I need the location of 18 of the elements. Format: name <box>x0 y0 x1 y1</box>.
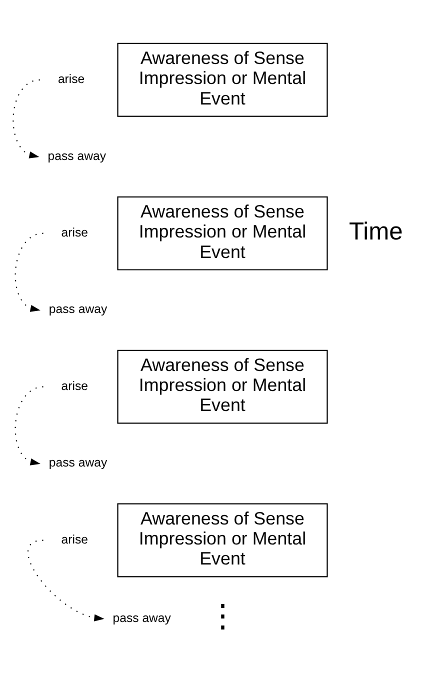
node-text: pass away <box>112 610 171 625</box>
node-text: arise <box>61 378 88 393</box>
node-box: Awareness of Sense Impression or Mental Event <box>117 196 328 270</box>
arrow <box>12 79 40 158</box>
arrow <box>14 386 44 466</box>
node-text: pass away <box>48 302 108 316</box>
node-text: arise <box>61 225 88 240</box>
arrow <box>27 540 104 622</box>
node-text: pass away <box>48 148 106 163</box>
node-text: arise <box>58 72 85 86</box>
node-box: Awareness of Sense Impression or Mental Event <box>117 503 328 578</box>
node-text: arise <box>61 532 88 546</box>
label: ⋮ <box>207 598 238 634</box>
label: Time <box>349 218 403 246</box>
node-text: pass away <box>48 456 108 470</box>
node-box: Awareness of Sense Impression or Mental Event <box>117 350 328 424</box>
node-box: Awareness of Sense Impression or Mental Event <box>117 42 328 117</box>
arrow <box>14 232 44 312</box>
